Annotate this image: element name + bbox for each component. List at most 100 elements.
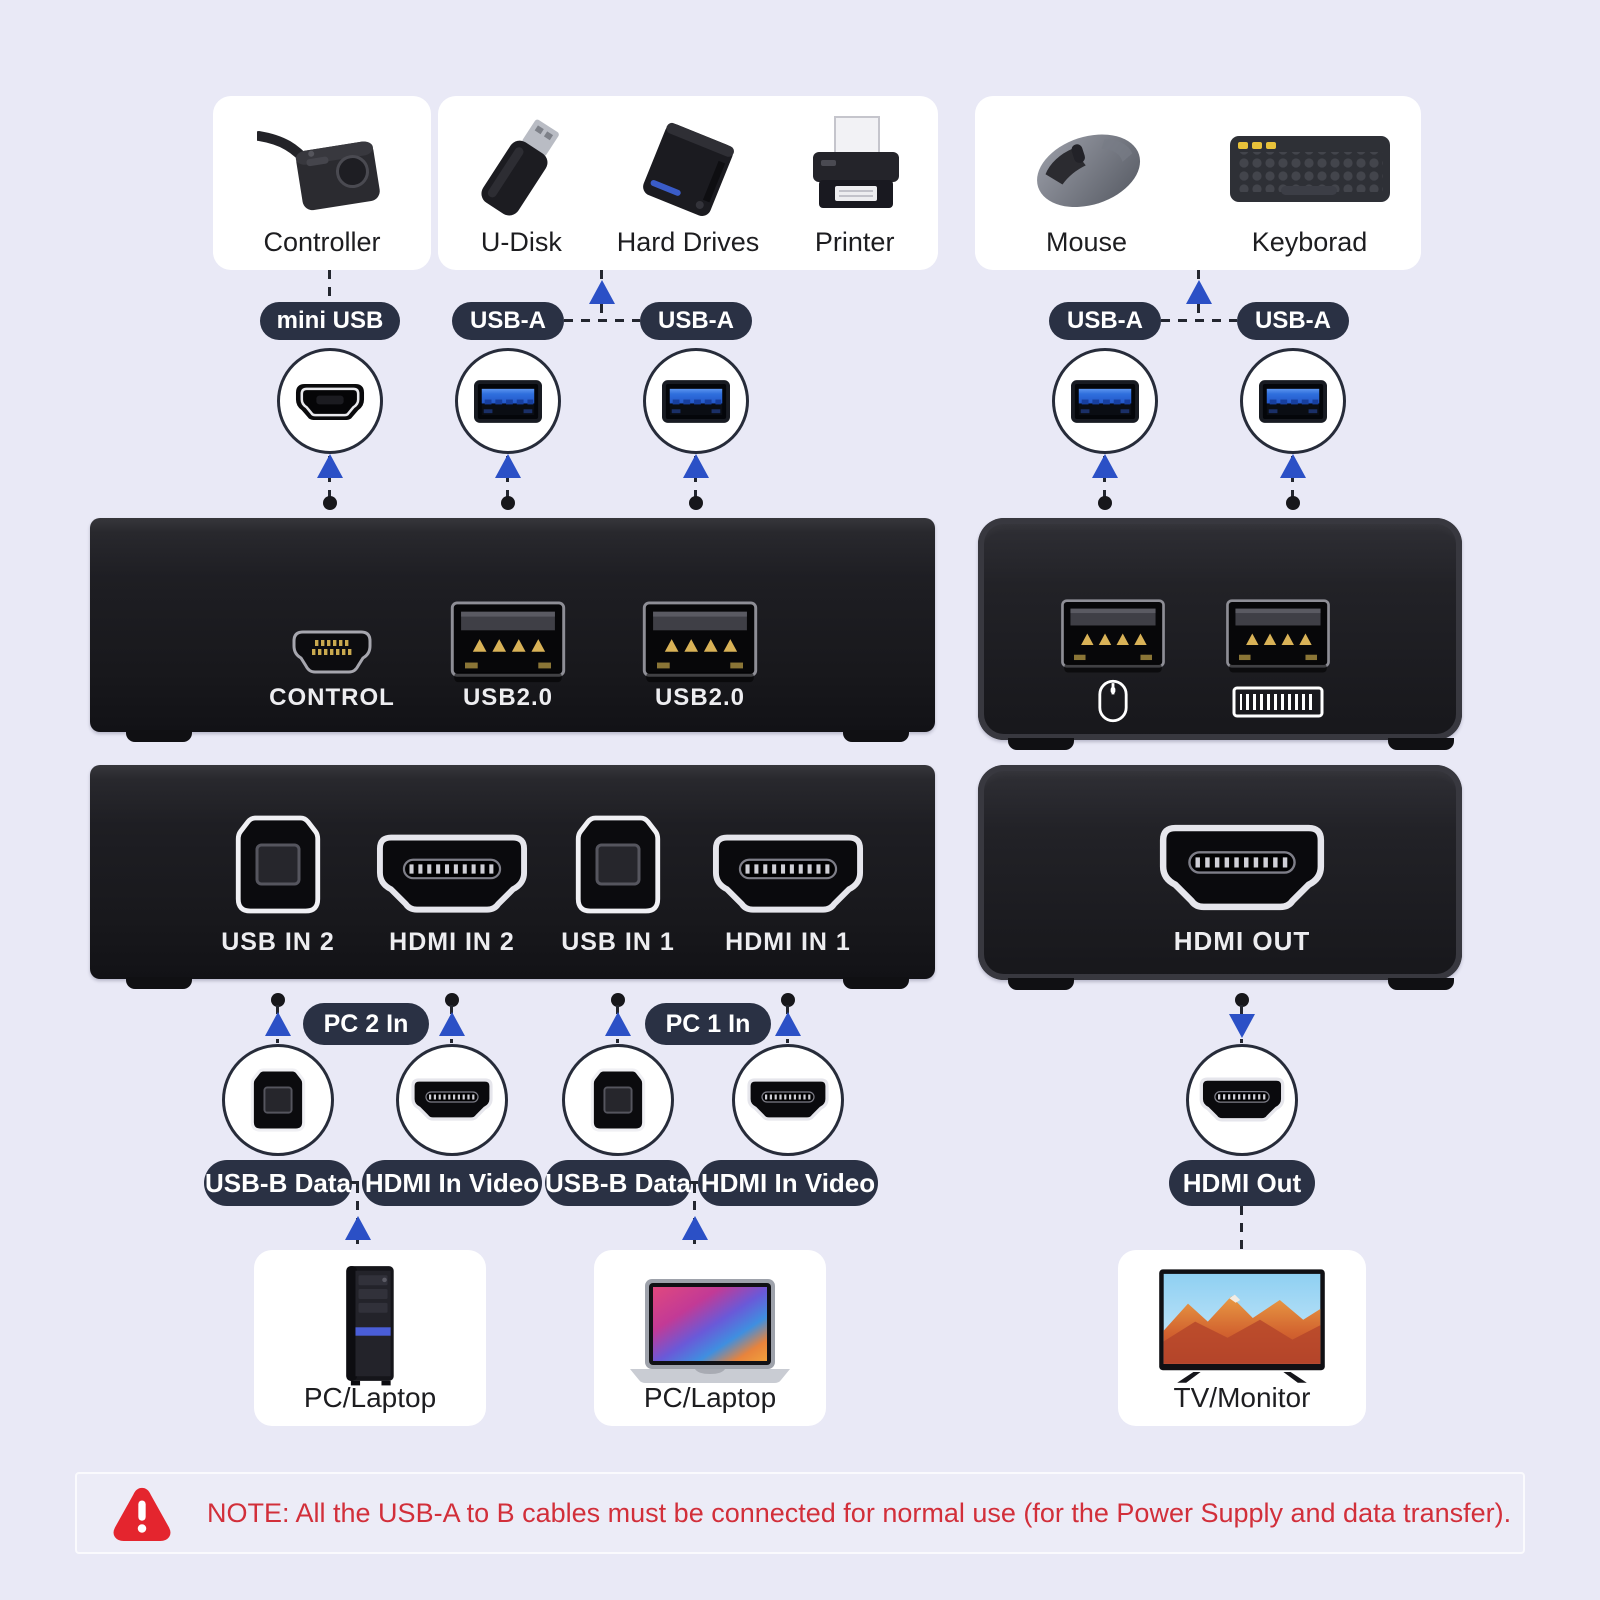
hdmi-in-2-port [374, 832, 530, 917]
hdmi-port-icon [746, 1077, 830, 1123]
connector-dot [1098, 496, 1112, 510]
mouse-image [1017, 116, 1157, 216]
dock-usb-port-mouse [1054, 598, 1172, 676]
connector [1240, 1206, 1243, 1252]
dock-usb-port-keyboard [1219, 598, 1337, 676]
hdmi-in-2-label: HDMI IN 2 [389, 928, 515, 956]
pill-hdmi-out: HDMI Out [1169, 1160, 1315, 1206]
connector-controller [328, 270, 331, 302]
device-printer: Printer [771, 96, 938, 270]
device-foot [843, 730, 909, 742]
hdmi-out-port-label: HDMI OUT [1173, 926, 1311, 956]
usb-in-2-port [230, 812, 326, 917]
card-controller: Controller [213, 96, 431, 270]
port-circle-usb-b-2 [222, 1044, 334, 1156]
note-text: NOTE: All the USB-A to B cables must be … [207, 1497, 1512, 1528]
connector-dot [501, 496, 515, 510]
connector-dot [323, 496, 337, 510]
device-hard-drive: Hard Drives [605, 96, 772, 270]
control-port [290, 628, 374, 676]
usb-a-port-icon [474, 380, 542, 423]
arrow-up [1280, 454, 1306, 478]
port-circle-usb-a-1 [455, 348, 561, 454]
tv-image [1152, 1264, 1332, 1390]
pill-usb-b-data-1: USB-B Data [545, 1160, 691, 1206]
device-keyboard: Keyborad [1198, 96, 1421, 270]
device-mouse: Mouse [975, 96, 1198, 270]
udisk-image [473, 112, 569, 224]
device-udisk: U-Disk [438, 96, 605, 270]
pill-usb-a-1: USB-A [452, 302, 564, 340]
port-circle-usb-b-1 [562, 1044, 674, 1156]
port-circle-usb-a-3 [1052, 348, 1158, 454]
pill-mini-usb: mini USB [260, 302, 400, 340]
usb2-port-2 [641, 600, 759, 686]
pill-usb-a-2: USB-A [640, 302, 752, 340]
arrow-up [682, 1216, 708, 1240]
printer-label: Printer [814, 227, 895, 257]
tv-monitor-label: TV/Monitor [1173, 1382, 1311, 1413]
connector-usba-pair-left [564, 319, 640, 322]
hdmi-port-icon [410, 1077, 494, 1123]
hdmi-in-1-port [710, 832, 866, 917]
pill-usb-a-4: USB-A [1237, 302, 1349, 340]
usb-a-port-icon [1071, 380, 1139, 423]
keyboard-label: Keyborad [1251, 227, 1368, 257]
printer-image [795, 112, 915, 222]
connector-dot [689, 496, 703, 510]
pc-1-label: PC/Laptop [643, 1382, 777, 1413]
warning-icon [111, 1485, 173, 1541]
usb2-port-1 [449, 600, 567, 686]
connector-dot [781, 993, 795, 1007]
laptop-image [620, 1274, 800, 1389]
pc-2-label: PC/Laptop [303, 1382, 437, 1413]
usb-b-port-icon [247, 1066, 309, 1134]
connector-usba-pair-right [1161, 319, 1237, 322]
connector-dot [611, 993, 625, 1007]
arrow-up [439, 1012, 465, 1036]
pill-usb-a-3: USB-A [1049, 302, 1161, 340]
usb-a-port-icon [1259, 380, 1327, 423]
card-input-devices: Mouse Keyborad [975, 96, 1421, 270]
port-circle-usb-a-4 [1240, 348, 1346, 454]
device-foot [1008, 978, 1074, 990]
card-peripherals: U-Disk Hard Drives Printer [438, 96, 938, 270]
port-circle-hdmi-in-1 [732, 1044, 844, 1156]
connector-dot [445, 993, 459, 1007]
keyboard-icon [1232, 686, 1324, 718]
connector-dot [1235, 993, 1249, 1007]
mini-usb-port-icon [295, 382, 365, 421]
device-foot [1388, 978, 1454, 990]
device-foot [1388, 738, 1454, 750]
arrow-up [317, 454, 343, 478]
pc-tower-image [315, 1260, 425, 1390]
arrow-up [1092, 454, 1118, 478]
arrow-up [775, 1012, 801, 1036]
arrow-to-peripherals [589, 280, 615, 304]
port-circle-usb-a-2 [643, 348, 749, 454]
mouse-label: Mouse [1045, 227, 1128, 257]
pill-usb-b-data-2: USB-B Data [204, 1160, 352, 1206]
pill-pc-2-in: PC 2 In [303, 1003, 429, 1045]
keyboard-image [1225, 118, 1395, 218]
mouse-icon [1097, 678, 1129, 724]
hard-drive-image [628, 120, 748, 220]
card-tv-monitor: TV/Monitor [1118, 1250, 1366, 1426]
note-bar: NOTE: All the USB-A to B cables must be … [75, 1472, 1525, 1554]
arrow-down [1229, 1014, 1255, 1038]
controller-image [257, 114, 387, 219]
usb-dock [978, 518, 1462, 740]
hdmi-port-icon [1198, 1076, 1286, 1124]
usb2-port-1-label: USB2.0 [462, 684, 554, 711]
card-pc-2: PC/Laptop [254, 1250, 486, 1426]
pill-hdmi-in-video-1: HDMI In Video [698, 1160, 878, 1206]
arrow-up [605, 1012, 631, 1036]
usb-in-2-label: USB IN 2 [221, 928, 335, 956]
hdmi-in-1-label: HDMI IN 1 [725, 928, 851, 956]
usb-a-port-icon [662, 380, 730, 423]
device-foot [126, 730, 192, 742]
pill-hdmi-in-video-2: HDMI In Video [362, 1160, 542, 1206]
arrow-up [683, 454, 709, 478]
usb-in-1-port [570, 812, 666, 917]
udisk-label: U-Disk [480, 227, 562, 257]
